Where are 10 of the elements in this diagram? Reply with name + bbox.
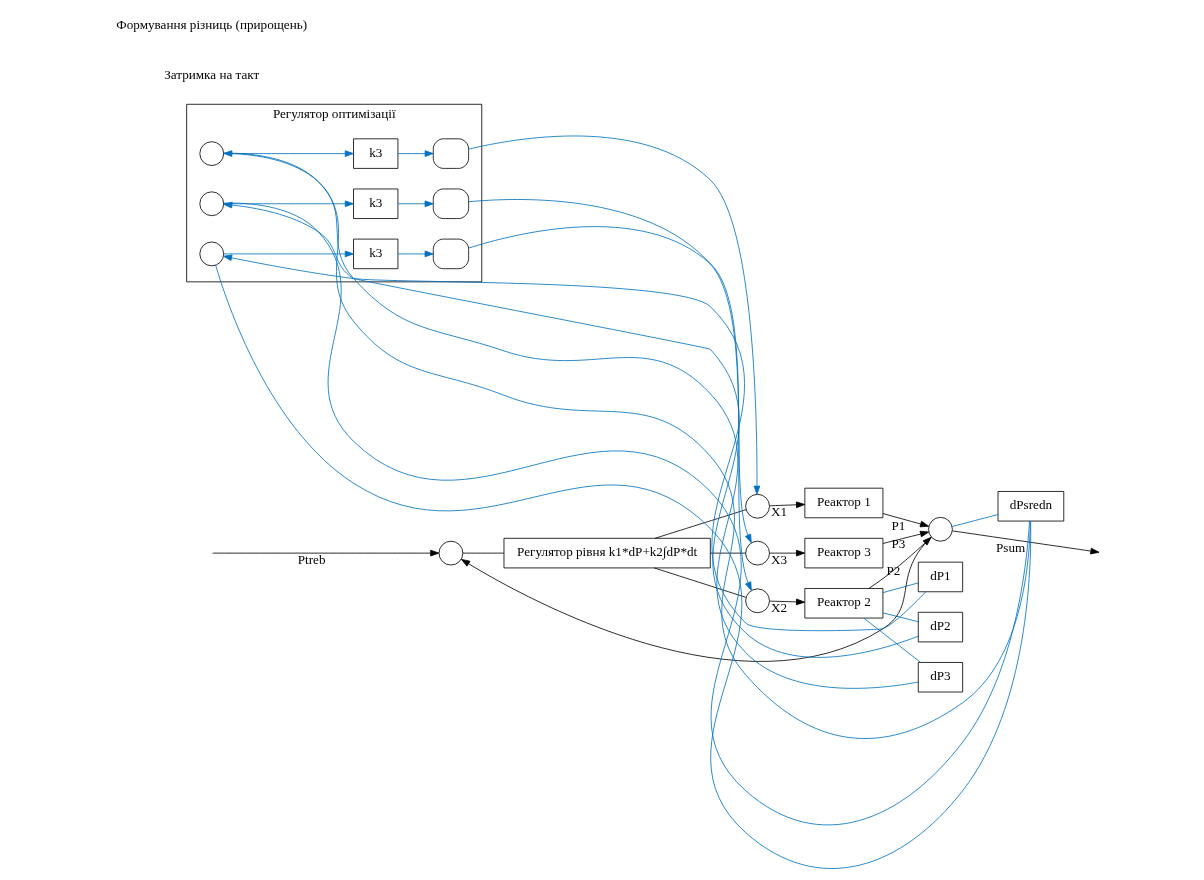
- label: Формування різниць (прирощень): [115, 17, 307, 33]
- edge-label: X2: [770, 600, 787, 616]
- edge-label: P3: [890, 536, 905, 552]
- edge-label: X3: [770, 551, 787, 567]
- edge-label: P1: [890, 518, 905, 534]
- edge-label: Psum: [995, 540, 1025, 556]
- edge-label: P2: [885, 562, 900, 578]
- edge-label: X1: [770, 503, 787, 519]
- edge-label: Ptreb: [297, 551, 325, 567]
- label: Затримка на такт: [163, 67, 259, 83]
